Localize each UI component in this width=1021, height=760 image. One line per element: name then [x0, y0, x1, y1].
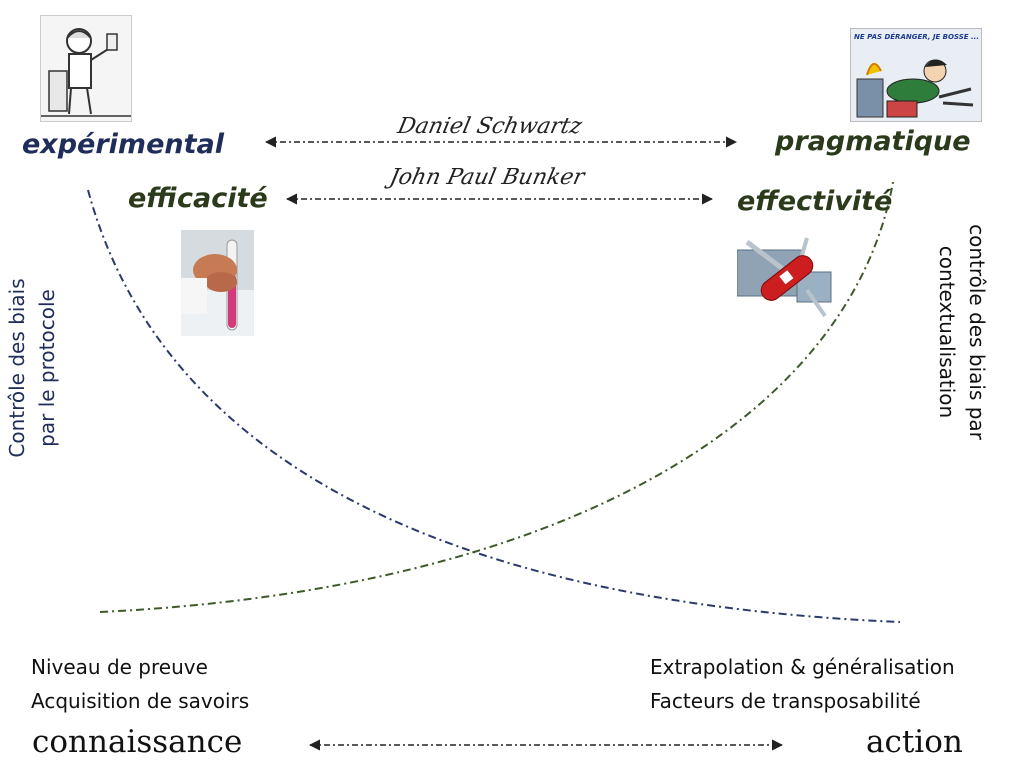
swiss-army-knife-icon [737, 232, 833, 320]
evidence-level-label: Niveau de preuve [31, 655, 208, 679]
protocol-bias-label: Contrôle des biais par le protocole [2, 258, 62, 478]
effectiveness-label: effectivité [737, 186, 893, 217]
author-daniel-schwartz: Daniel Schwartz [395, 114, 585, 139]
efficacy-label: efficacité [128, 183, 268, 214]
cartoon-relaxing-icon: NE PAS DÉRANGER, JE BOSSE ... [850, 28, 982, 122]
experimental-label: expérimental [22, 129, 224, 160]
test-tube-hand-icon [181, 230, 254, 336]
contextual-bias-line-2: contextualisation [935, 245, 959, 419]
cartoon-scientist-icon [40, 15, 132, 122]
protocol-bias-line-1: Contrôle des biais [5, 278, 29, 458]
pragmatic-label: pragmatique [775, 126, 971, 157]
action-label: action [866, 724, 963, 760]
protocol-bias-line-2: par le protocole [35, 289, 59, 447]
contextual-bias-line-1: contrôle des biais par [965, 224, 989, 440]
contextual-bias-label: contrôle des biais par contextualisation [932, 212, 992, 452]
author-john-paul-bunker: John Paul Bunker [387, 165, 587, 190]
comic-banner-text: NE PAS DÉRANGER, JE BOSSE ... [854, 33, 980, 41]
knowledge-acquisition-label: Acquisition de savoirs [31, 689, 250, 713]
knowledge-label: connaissance [32, 724, 243, 760]
extrapolation-label: Extrapolation & généralisation [650, 655, 955, 679]
protocol-bias-curve [87, 189, 901, 623]
transposability-label: Facteurs de transposabilité [650, 689, 921, 713]
